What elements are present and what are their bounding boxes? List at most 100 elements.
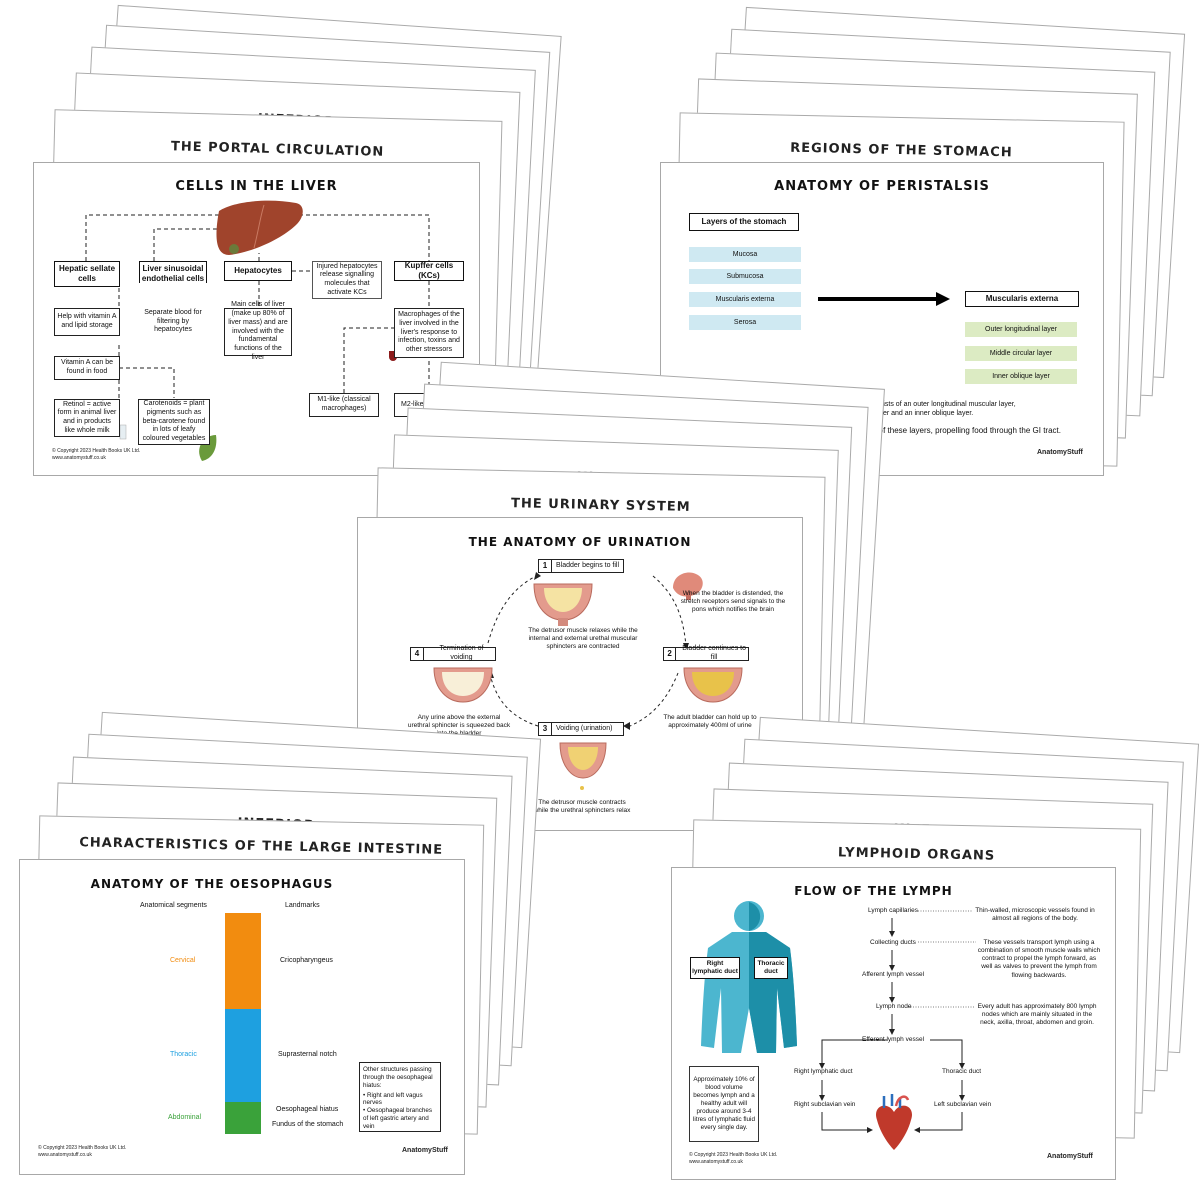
note-step1: The detrusor muscle relaxes while the in… — [528, 627, 638, 651]
segment-abdominal — [225, 1102, 261, 1134]
note-step3: The detrusor muscle contracts while the … — [533, 799, 631, 815]
brain-icon — [673, 572, 703, 600]
back-card-title: REGIONS OF THE STOMACH — [790, 140, 1013, 161]
step-3: 3 Voiding (urination) — [538, 722, 624, 736]
box-separate: Separate blood for filtering by hepatocy… — [139, 283, 207, 339]
description-line: ...alsis is the coordinated contractions… — [743, 426, 1061, 435]
card-title: ANATOMY OF PERISTALSIS — [774, 179, 990, 194]
flow-step: Efferent lymph vessel — [862, 1036, 925, 1043]
flow-step: Left subclavian vein — [934, 1101, 992, 1108]
muscle-layer-item: Inner oblique layer — [965, 369, 1077, 384]
layer-item: Serosa — [689, 315, 801, 330]
flow-desc: These vessels transport lymph using a co… — [977, 939, 1101, 979]
back-card-title: THE URINARY SYSTEM — [510, 496, 691, 515]
muscle-layer-item: Outer longitudinal layer — [965, 322, 1077, 337]
segment-cervical — [225, 913, 261, 1009]
step-1: 1 Bladder begins to fill — [538, 559, 624, 573]
box-vitamin: Vitamin A can be found in food — [54, 356, 120, 380]
back-card-title: THE PORTAL CIRCULATION — [170, 139, 385, 160]
website: www.anatomystuff.co.uk — [38, 1152, 92, 1158]
copyright: © Copyright 2023 Health Books UK Ltd. — [52, 448, 141, 454]
box-help: Help with vitamin A and lipid storage — [54, 308, 120, 336]
muscularis-header: Muscularis externa — [965, 291, 1079, 307]
milk-icon — [119, 424, 127, 440]
box-hepatic-sellate: Hepatic sellate cells — [54, 261, 120, 287]
copyright: © Copyright 2023 Health Books UK Ltd. — [38, 1145, 127, 1151]
card-anatomy-of-oesophagus: ANATOMY OF THE OESOPHAGUS Anatomical seg… — [19, 859, 465, 1175]
copyright: © Copyright 2023 Health Books UK Ltd. — [689, 1152, 778, 1158]
fact-box: Approximately 10% of blood volume become… — [689, 1066, 759, 1142]
muscle-layer-item: Middle circular layer — [965, 346, 1077, 361]
layer-item: Mucosa — [689, 247, 801, 262]
step-label: Bladder begins to fill — [556, 561, 620, 569]
step-label: Bladder continues to fill — [682, 645, 747, 661]
flow-step: Afferent lymph vessel — [862, 971, 925, 978]
step-number: 4 — [411, 648, 424, 660]
step-number: 1 — [539, 560, 552, 572]
bladder-icon — [533, 583, 593, 626]
bladder-icon — [683, 667, 743, 703]
label-thoracic-duct: Thoracic duct — [754, 957, 788, 979]
flow-desc: Every adult has approximately 800 lymph … — [977, 1003, 1097, 1027]
brand-logo: AnatomyStuff — [1047, 1153, 1093, 1160]
brand-logo: AnatomyStuff — [1037, 449, 1083, 456]
box-macrophages: Macrophages of the liver involved in the… — [394, 308, 464, 358]
box-injured: Injured hepatocytes release signalling m… — [312, 261, 382, 299]
note-brain: When the bladder is distended, the stret… — [680, 590, 786, 614]
layer-item: Muscularis externa — [689, 292, 801, 307]
segment-label-abdominal: Abdominal — [168, 1114, 202, 1121]
item-text: Oesophageal branches of left gastric art… — [363, 1107, 433, 1131]
heart-icon — [875, 1094, 913, 1150]
box-main: Main cells of liver (make up 80% of live… — [224, 301, 292, 361]
arrow-right — [818, 292, 950, 306]
landmark: Suprasternal notch — [278, 1051, 337, 1058]
item-text: Right and left vagus nerves — [363, 1091, 423, 1107]
segment-label-thoracic: Thoracic — [170, 1051, 197, 1058]
back-card-title: LYMPHOID ORGANS — [837, 845, 996, 864]
liver-organ — [216, 200, 303, 255]
urination-cycle — [433, 572, 743, 790]
step-number: 2 — [664, 648, 677, 660]
back-card-title: CHARACTERISTICS OF THE LARGE INTESTINE — [79, 835, 444, 858]
landmark: Oesophageal hiatus — [276, 1106, 339, 1113]
card-title: ANATOMY OF THE OESOPHAGUS — [90, 877, 334, 891]
step-number: 3 — [539, 723, 552, 735]
box-m1: M1-like (classical macrophages) — [309, 393, 379, 417]
box-kupffer: Kupffer cells (KCs) — [394, 261, 464, 281]
card-title: FLOW OF THE LYMPH — [794, 884, 953, 898]
bladder-icon — [433, 667, 493, 703]
step-label: Voiding (urination) — [556, 724, 613, 732]
column-header: Landmarks — [285, 902, 320, 909]
box-retinol: Retinol = active form in animal liver an… — [54, 399, 120, 437]
layers-header: Layers of the stomach — [689, 213, 799, 231]
box-hepatocytes: Hepatocytes — [224, 261, 292, 281]
landmark: Cricopharyngeus — [280, 957, 333, 964]
website: www.anatomystuff.co.uk — [689, 1159, 743, 1165]
step-4: 4 Termination of voiding — [410, 645, 496, 661]
box-carotenoids: Carotenoids = plant pigments such as bet… — [138, 399, 210, 445]
flow-step: Right subclavian vein — [794, 1101, 856, 1108]
other-structures-item: • Oesophageal branches of left gastric a… — [363, 1107, 433, 1131]
brand-logo: AnatomyStuff — [402, 1147, 448, 1154]
other-structures-box: Other structures passing through the oes… — [359, 1062, 441, 1132]
box-lsec: Liver sinusoidal endothelial cells — [139, 261, 207, 287]
note-step2: The adult bladder can hold up to approxi… — [663, 714, 757, 730]
layer-item: Submucosa — [689, 269, 801, 284]
card-title: THE ANATOMY OF URINATION — [468, 535, 692, 549]
flow-step: Right lymphatic duct — [794, 1068, 853, 1075]
label-right-lymphatic-duct: Right lymphatic duct — [690, 957, 740, 979]
flow-step: Lymph capillaries — [868, 907, 918, 914]
flow-step: Thoracic duct — [942, 1068, 982, 1075]
step-2: 2 Bladder continues to fill — [663, 645, 749, 661]
flow-step: Lymph node — [876, 1003, 912, 1010]
bladder-icon — [559, 742, 607, 790]
card-cells-in-the-liver: CELLS IN THE LIVER — [33, 162, 480, 476]
card-title: CELLS IN THE LIVER — [175, 179, 338, 194]
flow-step: Collecting ducts — [870, 939, 916, 946]
other-structures-item: • Right and left vagus nerves — [363, 1091, 423, 1107]
card-flow-of-the-lymph: FLOW OF THE LYMPH — [671, 867, 1116, 1180]
landmark: Fundus of the stomach — [272, 1121, 344, 1128]
liver-connectors — [85, 200, 430, 461]
segment-label-cervical: Cervical — [170, 957, 196, 964]
other-structures-title: Other structures passing through the oes… — [363, 1066, 433, 1089]
